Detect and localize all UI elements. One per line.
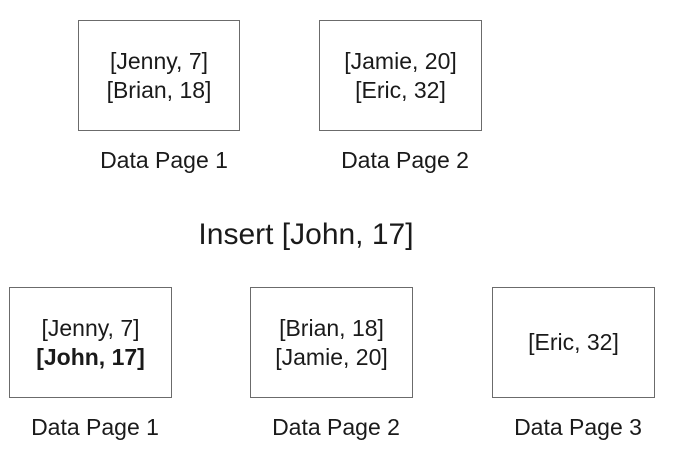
record: [Jenny, 7] bbox=[41, 314, 140, 341]
after-data-page-2-box: [Brian, 18] [Jamie, 20] bbox=[250, 287, 413, 398]
after-data-page-2-label: Data Page 2 bbox=[272, 414, 400, 440]
record: [Brian, 18] bbox=[106, 76, 212, 103]
record: [Jenny, 7] bbox=[109, 47, 209, 74]
insert-operation-label: Insert [John, 17] bbox=[198, 218, 414, 251]
after-page-1-records: [Jenny, 7] [John, 17] bbox=[36, 314, 145, 372]
after-page-2-records: [Brian, 18] [Jamie, 20] bbox=[275, 314, 388, 372]
before-data-page-1-box: [Jenny, 7] [Brian, 18] bbox=[78, 20, 240, 131]
record: [Jamie, 20] bbox=[275, 343, 388, 370]
before-data-page-2-box: [Jamie, 20] [Eric, 32] bbox=[319, 20, 482, 131]
after-data-page-3-label: Data Page 3 bbox=[514, 414, 642, 440]
after-data-page-1-label: Data Page 1 bbox=[31, 414, 159, 440]
record: [Eric, 32] bbox=[528, 329, 619, 355]
record: [Eric, 32] bbox=[355, 76, 446, 103]
before-data-page-1-label: Data Page 1 bbox=[100, 147, 228, 173]
after-data-page-3-box: [Eric, 32] bbox=[492, 287, 655, 398]
before-page-1-records: [Jenny, 7] [Brian, 18] bbox=[107, 47, 212, 105]
record: [Brian, 18] bbox=[279, 314, 384, 341]
record: [Jamie, 20] bbox=[344, 47, 457, 74]
before-page-2-records: [Jamie, 20] [Eric, 32] bbox=[344, 47, 457, 105]
inserted-record: [John, 17] bbox=[36, 343, 145, 370]
after-data-page-1-box: [Jenny, 7] [John, 17] bbox=[9, 287, 172, 398]
before-data-page-2-label: Data Page 2 bbox=[341, 147, 469, 173]
after-page-3-records: [Eric, 32] bbox=[528, 328, 619, 357]
